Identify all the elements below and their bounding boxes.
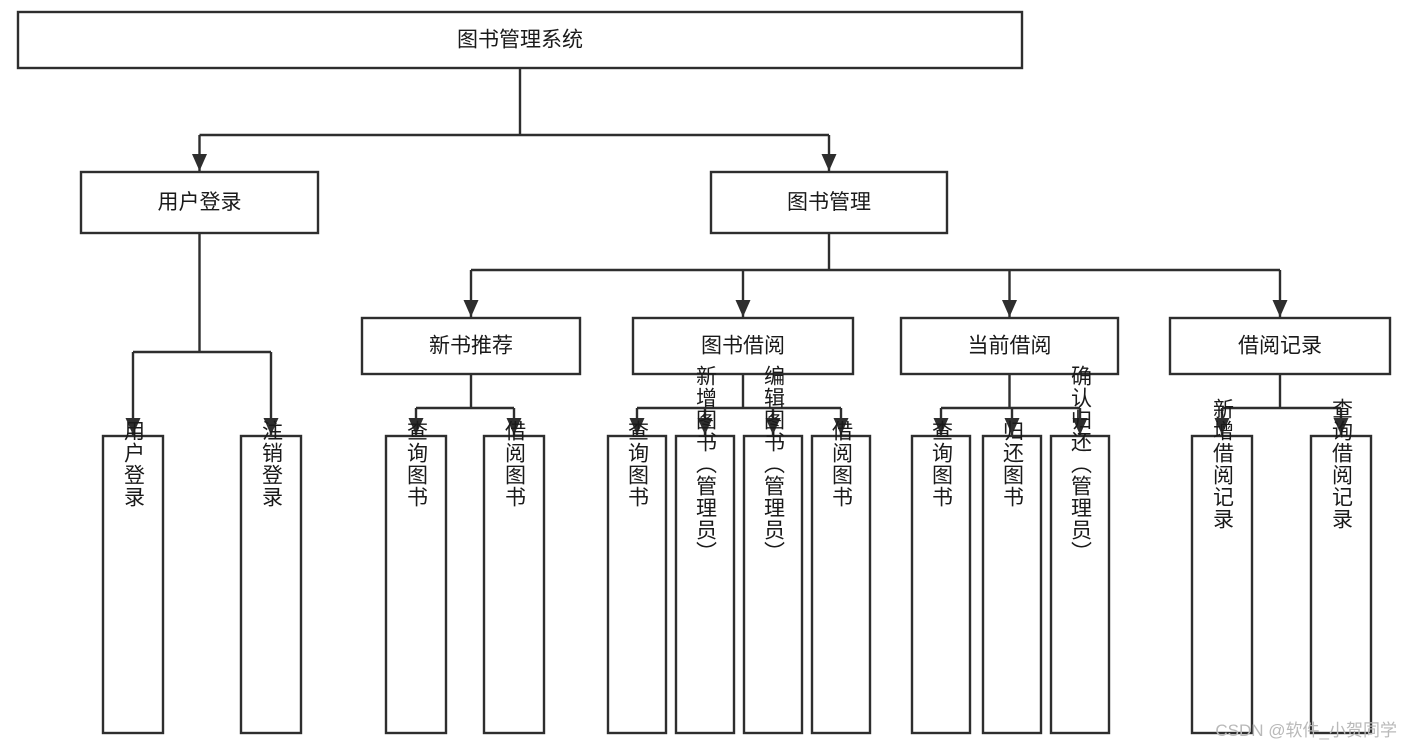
node-label: 用户登录	[158, 191, 242, 214]
node-root-system[interactable]: 图书管理系统	[16, 10, 1024, 70]
node-new-book-recommend[interactable]: 新书推荐	[360, 316, 582, 376]
node-label: 确认归还（管理员）	[1069, 365, 1093, 563]
node-current-borrow[interactable]: 当前借阅	[899, 316, 1120, 376]
node-user-login[interactable]: 用户登录	[79, 170, 320, 235]
connectors-layer	[125, 68, 1349, 435]
node-label: 借阅图书	[830, 420, 854, 508]
node-label: 新书推荐	[429, 335, 513, 358]
node-leaf-add-record[interactable]: 新增借阅记录	[1190, 398, 1254, 735]
arrow-head-icon	[1002, 300, 1017, 317]
node-leaf-return-book[interactable]: 归还图书	[981, 420, 1043, 735]
node-leaf-query-book-1[interactable]: 查询图书	[384, 420, 448, 735]
node-borrow-record[interactable]: 借阅记录	[1168, 316, 1392, 376]
node-book-borrow[interactable]: 图书借阅	[631, 316, 855, 376]
node-leaf-edit-book[interactable]: 编辑图书（管理员）	[742, 365, 804, 735]
node-leaf-borrow-book-2[interactable]: 借阅图书	[810, 420, 872, 735]
node-leaf-user-login[interactable]: 用户登录	[101, 420, 165, 735]
node-leaf-borrow-book-1[interactable]: 借阅图书	[482, 420, 546, 735]
node-label: 借阅图书	[503, 420, 527, 508]
arrow-head-icon	[735, 300, 751, 317]
arrow-head-icon	[192, 154, 207, 171]
node-leaf-logout[interactable]: 注销登录	[239, 420, 303, 735]
node-label: 新增图书（管理员）	[694, 365, 718, 563]
node-label: 借阅记录	[1238, 335, 1322, 358]
arrow-head-icon	[463, 300, 479, 317]
node-label: 新增借阅记录	[1211, 398, 1235, 530]
node-label: 当前借阅	[968, 335, 1052, 358]
node-leaf-query-record[interactable]: 查询借阅记录	[1309, 398, 1373, 735]
node-leaf-add-book[interactable]: 新增图书（管理员）	[674, 365, 736, 735]
arrow-head-icon	[1272, 300, 1288, 317]
node-leaf-confirm-return[interactable]: 确认归还（管理员）	[1049, 365, 1111, 735]
arrow-head-icon	[821, 154, 837, 171]
node-label: 归还图书	[1001, 420, 1025, 508]
node-label: 编辑图书（管理员）	[762, 365, 786, 563]
node-book-manage[interactable]: 图书管理	[709, 170, 949, 235]
node-label: 图书借阅	[701, 335, 785, 358]
node-label: 注销登录	[260, 420, 284, 508]
node-label: 用户登录	[122, 420, 146, 508]
node-label: 图书管理	[787, 191, 871, 214]
node-label: 查询借阅记录	[1330, 398, 1354, 530]
node-label: 查询图书	[405, 420, 429, 508]
node-leaf-query-book-2[interactable]: 查询图书	[606, 420, 668, 735]
node-label: 查询图书	[626, 420, 650, 508]
node-leaf-query-book-3[interactable]: 查询图书	[910, 420, 972, 735]
node-label: 图书管理系统	[457, 29, 583, 52]
nodes-layer: 图书管理系统用户登录图书管理新书推荐图书借阅当前借阅借阅记录用户登录注销登录查询…	[16, 10, 1392, 735]
node-label: 查询图书	[930, 420, 954, 508]
